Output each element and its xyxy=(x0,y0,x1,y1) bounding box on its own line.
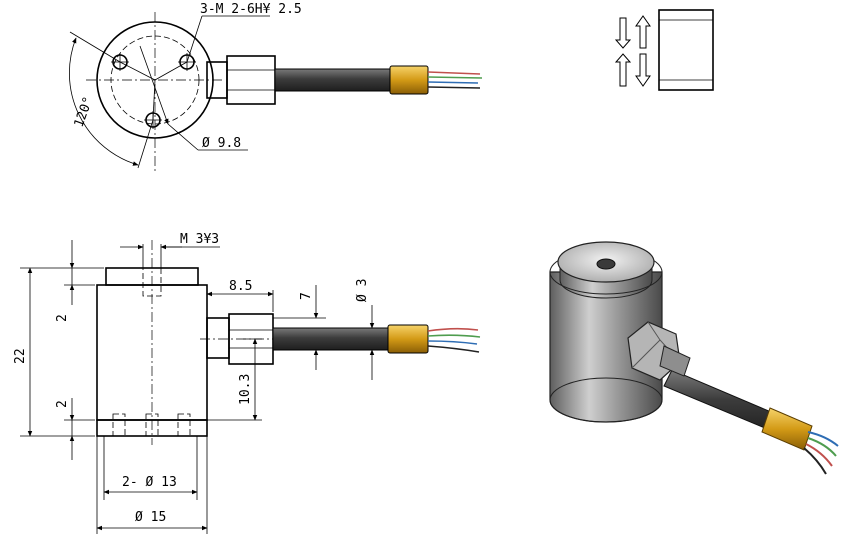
wire-ends-render xyxy=(803,431,839,475)
angle-label: 120° xyxy=(72,95,97,130)
thread-top-label: 3-M 2-6H¥ 2.5 xyxy=(200,2,302,17)
body-dia-label: Ø 15 xyxy=(135,510,166,525)
top-step-label: 2 xyxy=(55,314,70,322)
cable-height-label: 10.3 xyxy=(238,374,253,405)
product-render xyxy=(549,241,839,475)
bottom-step-label: 2 xyxy=(55,400,70,408)
wire-ends-front xyxy=(427,327,481,353)
cable-dia-label: Ø 3 xyxy=(355,279,370,302)
bolt-circle-label: Ø 9.8 xyxy=(202,136,241,151)
bolt-circle-bottom-label: 2- Ø 13 xyxy=(122,475,177,490)
top-view: 120° 3-M 2-6H¥ 2.5 Ø 9.8 xyxy=(69,2,483,172)
offset-label: 8.5 xyxy=(229,279,252,294)
cable-pos-label: 7 xyxy=(299,292,314,300)
front-view: M 3¥3 22 2 2 8.5 7 Ø 3 xyxy=(13,232,481,534)
load-direction-symbol xyxy=(614,9,714,91)
height-label: 22 xyxy=(13,348,28,364)
center-thread-label: M 3¥3 xyxy=(180,232,219,247)
wire-ends-top xyxy=(427,71,483,89)
